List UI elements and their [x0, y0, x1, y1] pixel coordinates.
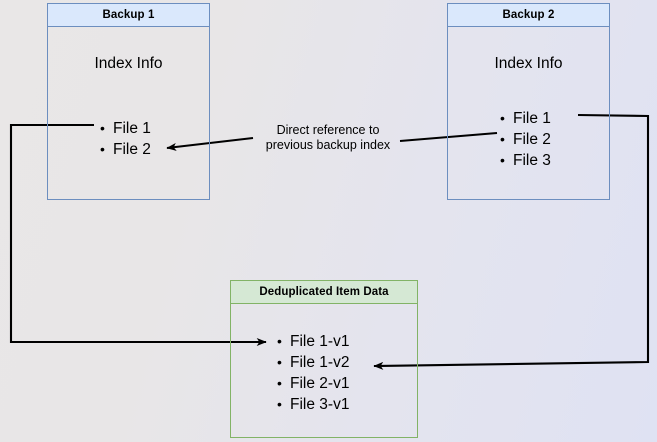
list-item: File 2 — [100, 139, 151, 160]
backup-2-index-info-label: Index Info — [494, 55, 563, 72]
list-item: File 1 — [500, 108, 551, 129]
edge-label-line-1: Direct reference to — [276, 123, 380, 137]
list-item: File 2-v1 — [277, 373, 349, 394]
list-item: File 1 — [100, 118, 151, 139]
list-item: File 1-v1 — [277, 331, 349, 352]
node-backup-1-header: Backup 1 — [48, 4, 209, 27]
backup-2-file-list: File 1 File 2 File 3 — [500, 108, 551, 171]
node-deduplicated-item-data[interactable]: Deduplicated Item Data File 1-v1 File 1-… — [230, 280, 418, 438]
list-item: File 3 — [500, 150, 551, 171]
node-deduplicated-item-data-body: File 1-v1 File 1-v2 File 2-v1 File 3-v1 — [231, 304, 417, 437]
edge-label-line-2: previous backup index — [265, 138, 391, 152]
node-deduplicated-item-data-header: Deduplicated Item Data — [231, 281, 417, 304]
backup-1-file-list: File 1 File 2 — [100, 118, 151, 160]
list-item: File 3-v1 — [277, 394, 349, 415]
node-backup-2[interactable]: Backup 2 Index Info File 1 File 2 File 3 — [447, 3, 610, 200]
deduplicated-file-list: File 1-v1 File 1-v2 File 2-v1 File 3-v1 — [277, 331, 349, 415]
list-item: File 2 — [500, 129, 551, 150]
edge-label-direct-reference: Direct reference to previous backup inde… — [248, 123, 408, 153]
node-backup-1[interactable]: Backup 1 Index Info File 1 File 2 — [47, 3, 210, 200]
backup-1-index-info-label: Index Info — [94, 55, 163, 72]
list-item: File 1-v2 — [277, 352, 349, 373]
node-backup-1-body: Index Info File 1 File 2 — [48, 27, 209, 199]
node-backup-2-header: Backup 2 — [448, 4, 609, 27]
node-backup-2-body: Index Info File 1 File 2 File 3 — [448, 27, 609, 199]
